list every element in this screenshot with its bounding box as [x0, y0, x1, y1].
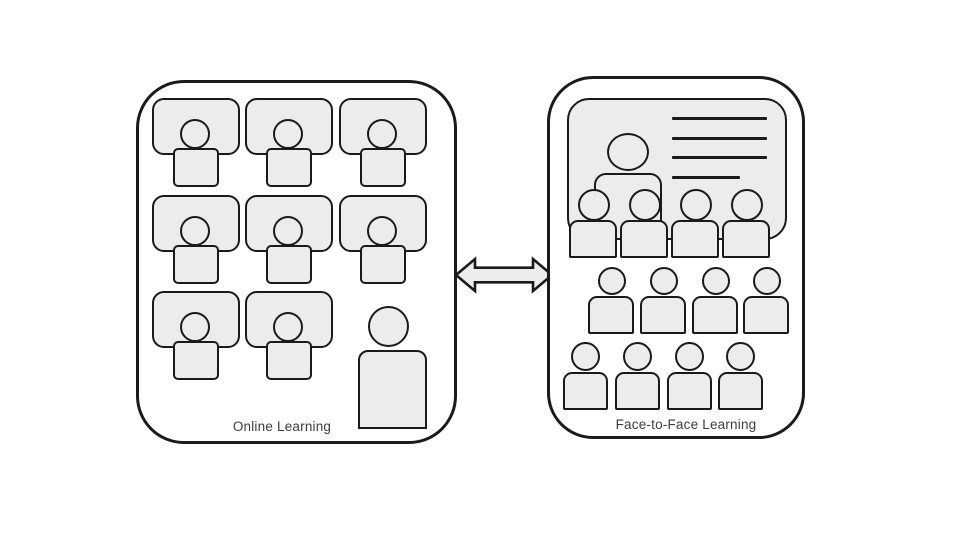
person-body-shape — [173, 245, 219, 284]
person-head-shape — [629, 189, 661, 221]
webcam-student-icon — [152, 98, 240, 187]
person-head-shape — [273, 216, 303, 246]
person-head-shape — [702, 267, 730, 295]
webcam-student-icon — [152, 291, 240, 380]
person-head-shape — [623, 342, 652, 371]
person-head-shape — [180, 119, 210, 149]
person-head-shape — [726, 342, 755, 371]
webcam-student-icon — [339, 195, 427, 284]
person-body-shape — [588, 296, 634, 334]
person-head-shape — [273, 119, 303, 149]
webcam-student-icon — [245, 98, 333, 187]
webcam-student-icon — [152, 195, 240, 284]
student-icon — [722, 189, 770, 258]
person-head-shape — [680, 189, 712, 221]
person-body-shape — [718, 372, 763, 410]
student-icon — [588, 267, 634, 334]
person-body-shape — [360, 148, 406, 187]
whiteboard-line — [672, 156, 767, 159]
person-body-shape — [266, 148, 312, 187]
student-icon — [671, 189, 719, 258]
person-body-shape — [615, 372, 660, 410]
person-head-shape — [675, 342, 704, 371]
person-body-shape — [569, 220, 617, 258]
student-icon — [620, 189, 668, 258]
person-body-shape — [173, 341, 219, 380]
person-head-shape — [180, 312, 210, 342]
person-body-shape — [266, 341, 312, 380]
person-body-shape — [640, 296, 686, 334]
student-icon — [563, 342, 608, 410]
webcam-student-icon — [245, 195, 333, 284]
whiteboard-line — [672, 137, 767, 140]
student-icon — [640, 267, 686, 334]
student-icon — [718, 342, 763, 410]
student-icon — [569, 189, 617, 258]
face-to-face-label: Face-to-Face Learning — [615, 417, 757, 432]
person-body-shape — [722, 220, 770, 258]
online-learning-label: Online Learning — [232, 419, 332, 434]
person-head-shape — [731, 189, 763, 221]
person-head-shape — [368, 306, 409, 347]
double-arrow-icon — [455, 256, 553, 294]
person-head-shape — [273, 312, 303, 342]
person-body-shape — [360, 245, 406, 284]
person-body-shape — [266, 245, 312, 284]
webcam-student-icon — [339, 98, 427, 187]
person-head-shape — [607, 133, 649, 171]
person-head-shape — [180, 216, 210, 246]
whiteboard-line — [672, 117, 767, 120]
person-body-shape — [667, 372, 712, 410]
person-head-shape — [650, 267, 678, 295]
student-icon — [692, 267, 738, 334]
person-body-shape — [743, 296, 789, 334]
person-head-shape — [753, 267, 781, 295]
person-body-shape — [358, 350, 427, 429]
person-body-shape — [671, 220, 719, 258]
person-head-shape — [367, 216, 397, 246]
student-icon — [667, 342, 712, 410]
person-head-shape — [571, 342, 600, 371]
person-body-shape — [620, 220, 668, 258]
person-head-shape — [367, 119, 397, 149]
student-icon — [615, 342, 660, 410]
person-body-shape — [692, 296, 738, 334]
person-body-shape — [173, 148, 219, 187]
person-head-shape — [598, 267, 626, 295]
person-body-shape — [563, 372, 608, 410]
online-instructor-icon — [358, 305, 428, 429]
webcam-student-icon — [245, 291, 333, 380]
student-icon — [743, 267, 789, 334]
person-head-shape — [578, 189, 610, 221]
whiteboard-line — [672, 176, 740, 179]
